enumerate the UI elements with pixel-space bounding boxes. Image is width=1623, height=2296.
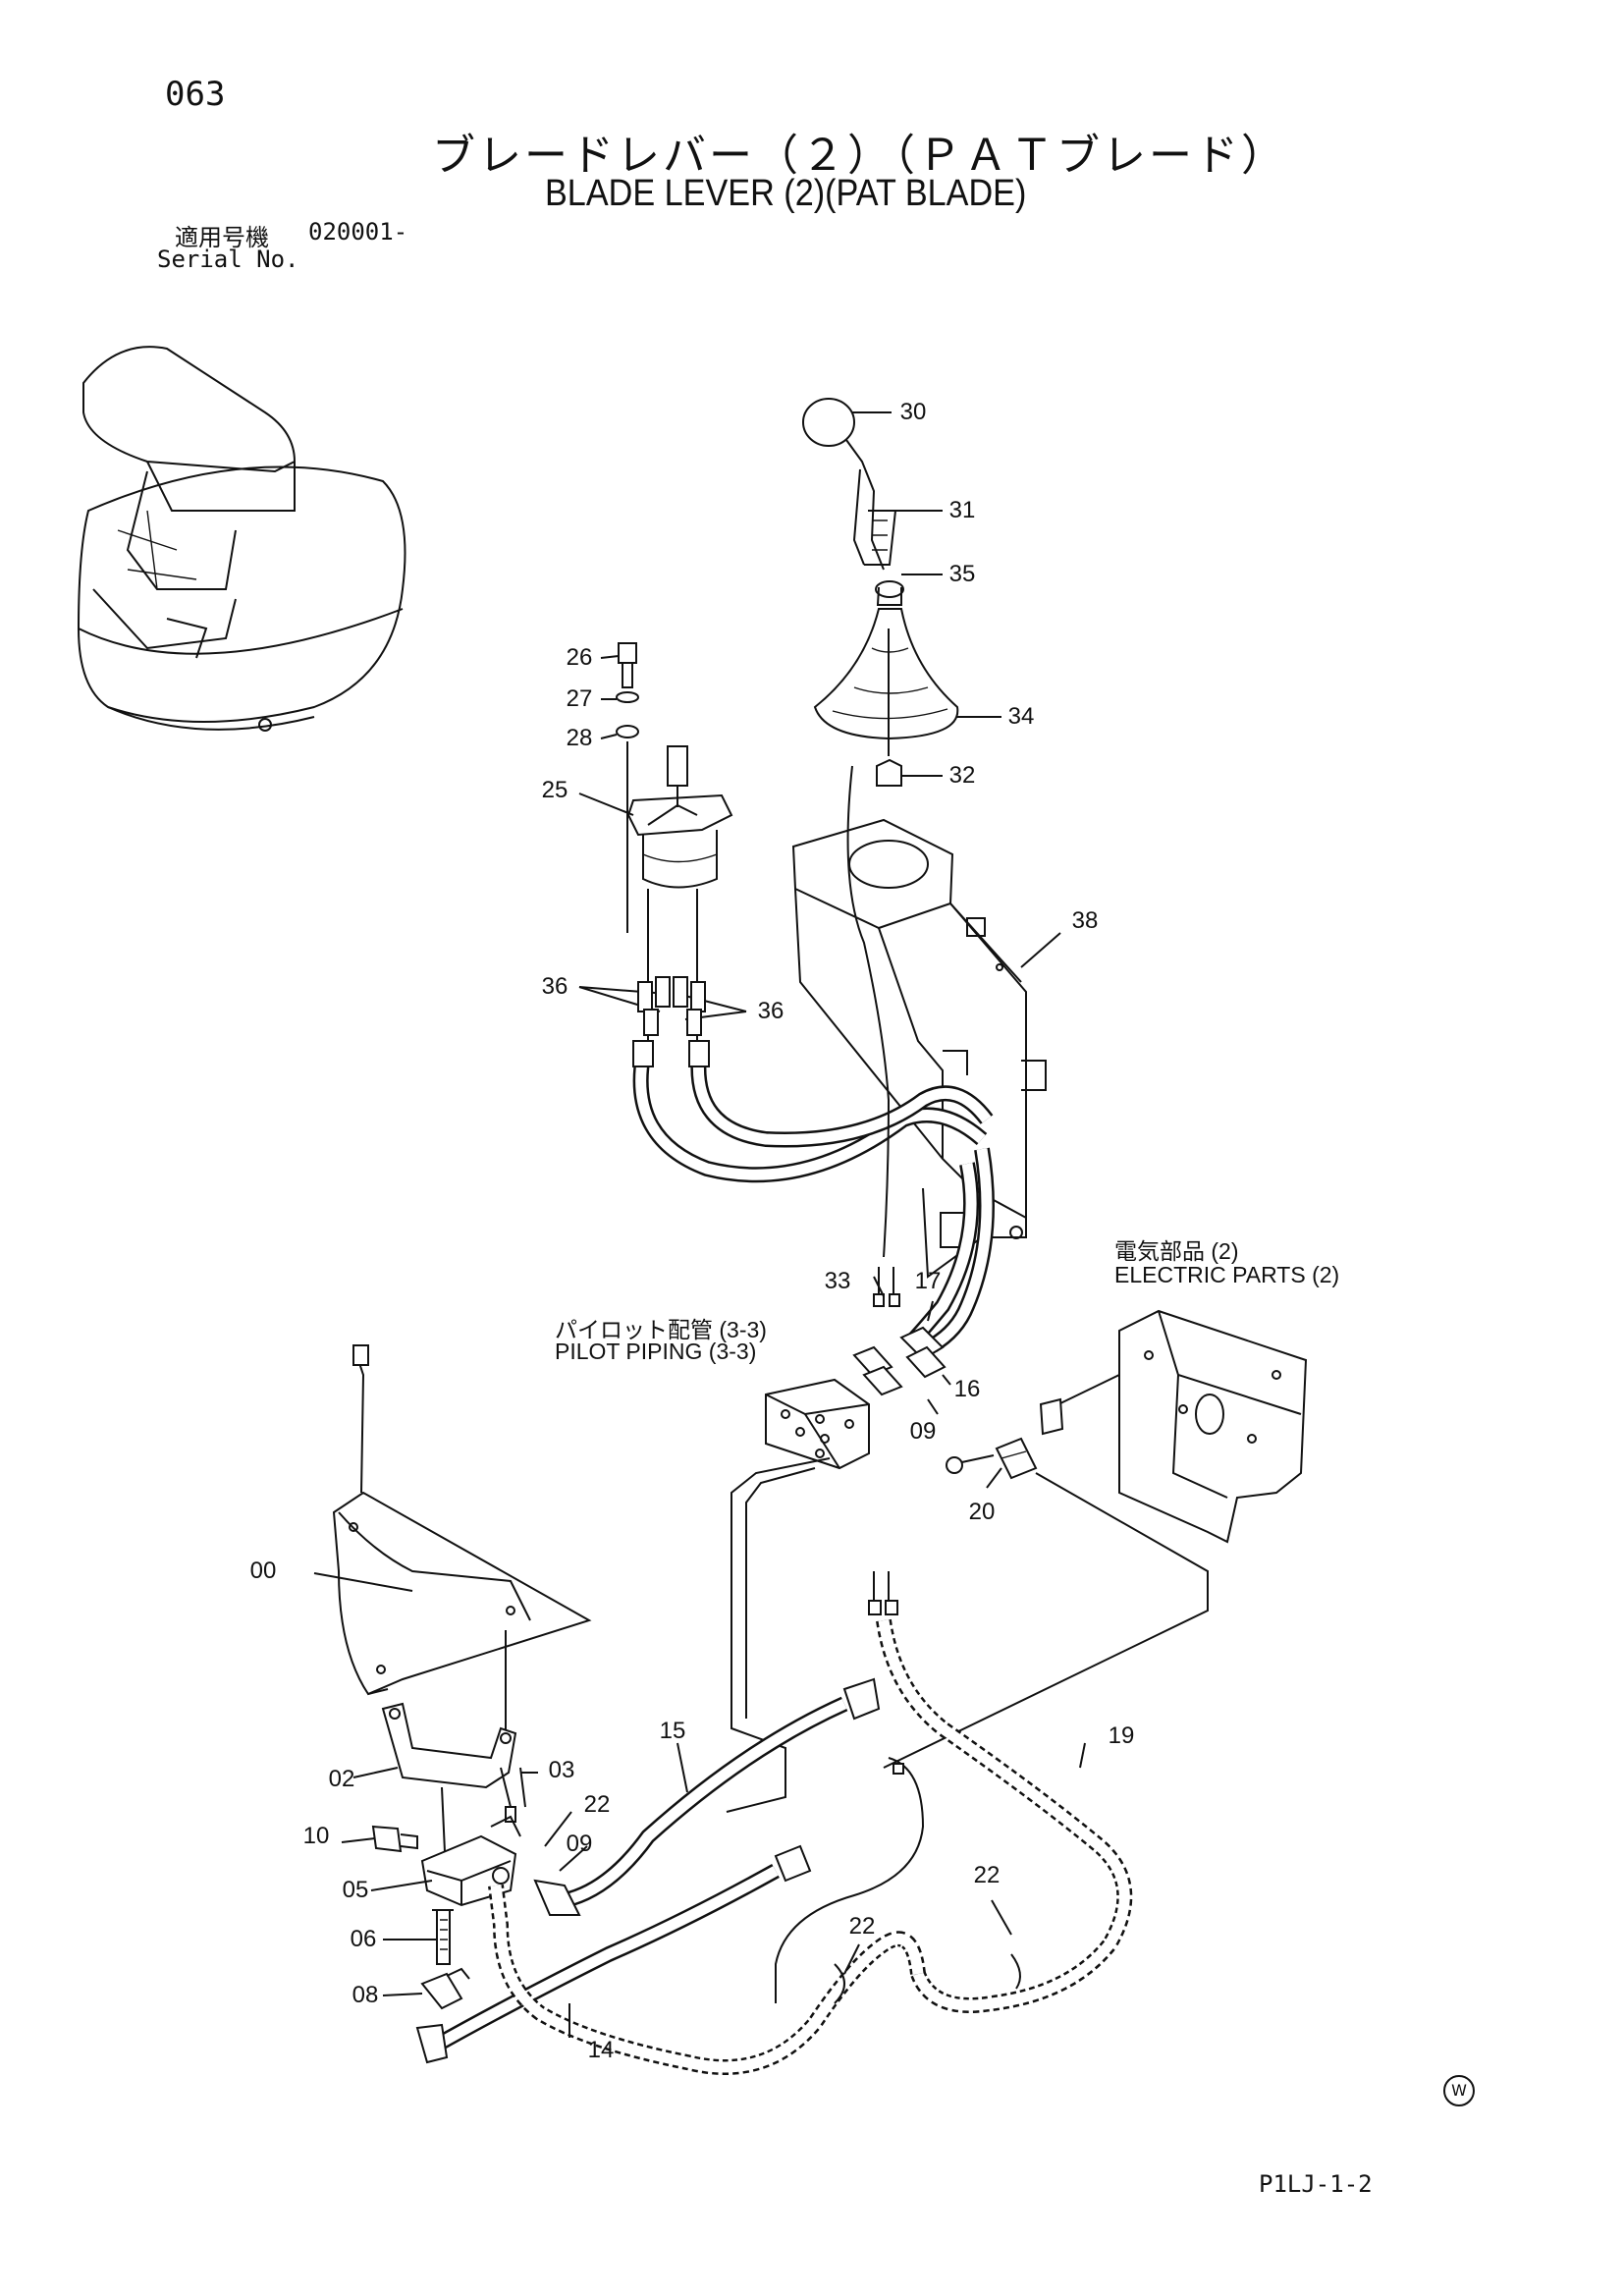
serial-label-english: Serial No. — [157, 246, 299, 273]
callout-02: 02 — [328, 1766, 355, 1792]
callout-30: 30 — [899, 399, 927, 425]
pilot-hoses — [632, 1040, 995, 1352]
callout-33: 33 — [824, 1268, 851, 1294]
leader-lines — [313, 411, 1086, 2038]
electric-parts-ref-english: ELECTRIC PARTS (2) — [1114, 1262, 1340, 1287]
page-title-english: BLADE LEVER (2)(PAT BLADE) — [545, 173, 1027, 214]
control-lever-assembly — [802, 398, 904, 606]
callout-22-middle: 22 — [973, 1862, 1001, 1888]
callout-36-left: 36 — [541, 973, 568, 1000]
callout-35: 35 — [948, 561, 976, 587]
callout-22-upper: 22 — [583, 1791, 611, 1818]
rubber-boot — [813, 608, 959, 787]
callout-03: 03 — [548, 1757, 575, 1783]
callout-34: 34 — [1007, 703, 1035, 730]
callout-09-lower: 09 — [566, 1831, 593, 1857]
callout-27: 27 — [566, 685, 593, 712]
electric-parts-bracket — [1057, 1309, 1308, 1544]
serial-label-japanese: 適用号機 — [175, 224, 269, 251]
switch-20 — [883, 1397, 1209, 1769]
console-bracket — [791, 818, 1047, 1279]
harness-19 — [488, 1571, 1133, 2075]
electric-parts-ref-japanese: 電気部品 (2) — [1114, 1238, 1239, 1264]
callout-36-right: 36 — [757, 998, 784, 1024]
pilot-piping-ref-english: PILOT PIPING (3-3) — [555, 1339, 757, 1364]
switch-wire-and-fittings — [846, 765, 947, 1396]
callout-17: 17 — [914, 1268, 942, 1294]
fittings-36 — [578, 976, 747, 1036]
callout-00: 00 — [249, 1558, 277, 1584]
callout-08: 08 — [352, 1982, 379, 2008]
callout-32: 32 — [948, 762, 976, 789]
hose-15 — [533, 1677, 881, 1916]
cover-plate-00 — [332, 1344, 592, 1738]
callout-26: 26 — [566, 644, 593, 671]
callout-20: 20 — [968, 1499, 996, 1525]
callout-28: 28 — [566, 725, 593, 751]
callout-05: 05 — [342, 1877, 369, 1903]
callout-19: 19 — [1108, 1722, 1135, 1749]
serial-number-value: 020001- — [308, 218, 408, 246]
callout-06: 06 — [350, 1926, 377, 1952]
callout-09-upper: 09 — [909, 1418, 937, 1445]
callout-31: 31 — [948, 497, 976, 523]
hose-14 — [415, 1844, 812, 2064]
page-number: 063 — [165, 75, 226, 114]
callout-15: 15 — [659, 1718, 686, 1744]
callout-38: 38 — [1071, 907, 1099, 934]
pilot-piping-ref-japanese: パイロット配管 (3-3) — [555, 1317, 767, 1342]
machine-overview-sketch — [77, 346, 406, 732]
watermark-w-symbol: W — [1443, 2075, 1475, 2106]
page-title-japanese: ブレードレバー（２）（ＰＡＴブレード） — [432, 131, 1287, 181]
callout-16: 16 — [953, 1376, 981, 1402]
callout-22-lower: 22 — [848, 1913, 876, 1940]
callout-14: 14 — [587, 2037, 615, 2063]
port-block — [726, 1378, 870, 1813]
sheet-code: P1LJ-1-2 — [1259, 2170, 1373, 2198]
callout-25: 25 — [541, 777, 568, 803]
callout-10: 10 — [302, 1823, 330, 1849]
